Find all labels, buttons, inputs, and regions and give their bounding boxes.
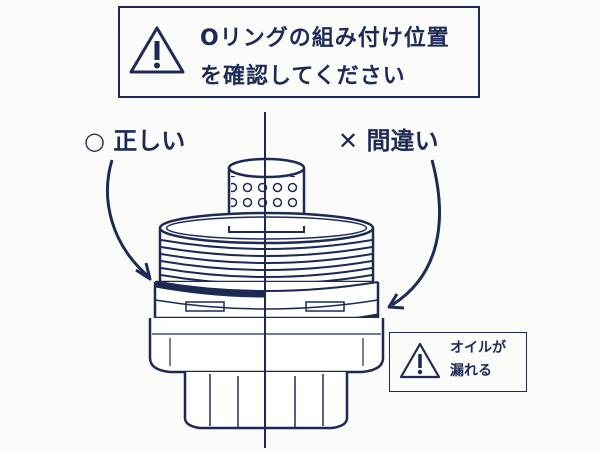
header-text-line2: を確認してください — [200, 64, 406, 89]
arrow-to-wrong — [391, 159, 441, 307]
arrow-to-correct — [106, 159, 149, 278]
header-text-line1: Oリングの組み付け位置 — [200, 26, 450, 51]
oil-leak-note-box — [389, 332, 527, 392]
oring-correct-position — [155, 280, 265, 298]
threaded-section — [158, 211, 375, 285]
header-warning-box — [118, 6, 480, 98]
wrong-label: ✕ 間違い — [338, 127, 439, 155]
oil-leak-note-line1: オイルが — [450, 340, 506, 356]
oil-leak-note-line2: 漏れる — [450, 363, 492, 379]
warning-triangle-icon — [129, 26, 185, 74]
cap-body — [148, 318, 385, 374]
warning-triangle-icon — [399, 342, 441, 379]
correct-label: ○ 正しい — [84, 127, 186, 155]
